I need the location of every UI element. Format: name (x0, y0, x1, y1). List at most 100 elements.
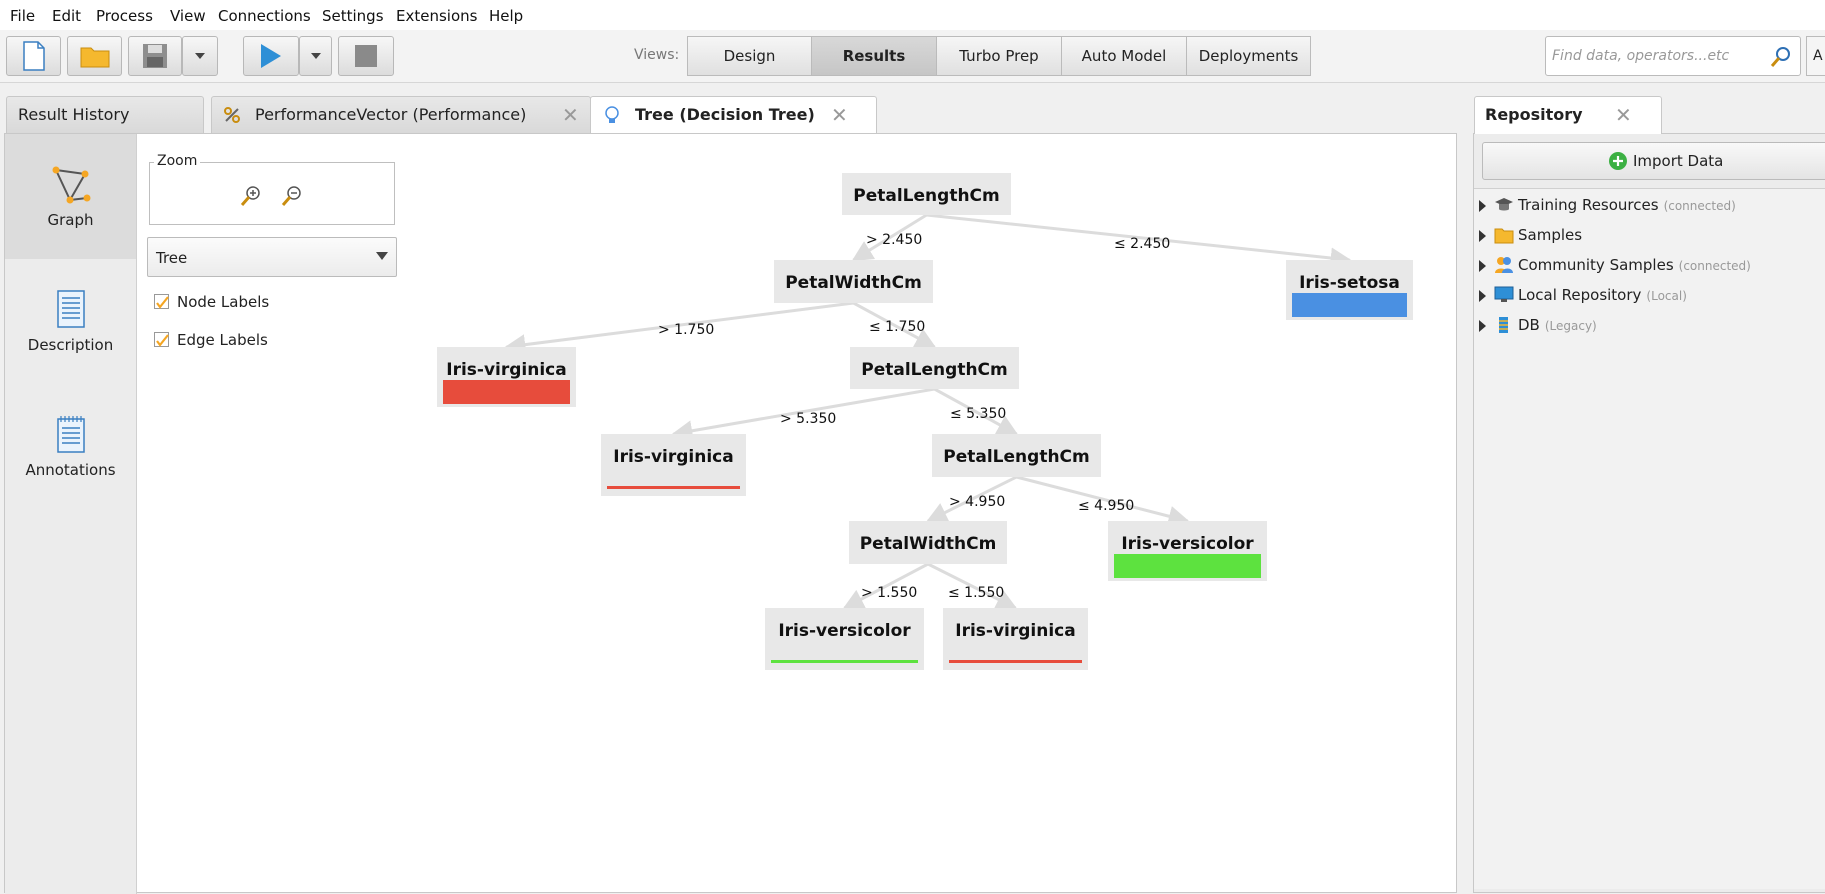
search-extra-button[interactable]: A (1806, 36, 1825, 76)
run-process-button[interactable] (243, 36, 299, 76)
menu-bar: File Edit Process View Connections Setti… (0, 0, 1825, 31)
tree-edge (851, 213, 928, 262)
search-placeholder: Find data, operators...etc (1552, 48, 1730, 64)
repo-item-training-resources[interactable]: Training Resources(connected) (1474, 193, 1825, 219)
edge-label: > 4.950 (949, 494, 1005, 510)
nav-annotations[interactable]: Annotations (5, 384, 136, 509)
menu-connections[interactable]: Connections (218, 7, 311, 25)
menu-help[interactable]: Help (489, 7, 524, 25)
edge-labels-checkbox[interactable] (154, 332, 169, 347)
close-icon[interactable]: ✕ (562, 103, 579, 127)
edge-label: ≤ 1.750 (869, 319, 925, 335)
node-labels-checkbox[interactable] (154, 294, 169, 309)
chevron-down-icon (310, 53, 321, 59)
save-process-button[interactable] (128, 36, 182, 76)
nav-description-label: Description (27, 336, 114, 354)
tab-performance-vector[interactable]: PerformanceVector (Performance) ✕ (211, 96, 591, 133)
node-box (765, 608, 924, 670)
new-document-icon (22, 41, 45, 71)
nav-graph[interactable]: Graph (5, 134, 136, 259)
tree-leaf-node[interactable]: Iris-versicolor (765, 608, 924, 670)
stop-icon (355, 45, 377, 67)
menu-file[interactable]: File (10, 7, 36, 25)
tree-edge (933, 387, 1019, 436)
view-deployments-button[interactable]: Deployments (1186, 36, 1311, 76)
repository-tab-label: Repository (1485, 105, 1583, 124)
edge-label: ≤ 1.550 (948, 585, 1004, 601)
tree-leaf-node[interactable]: Iris-virginica (437, 347, 576, 407)
edge-label: ≤ 2.450 (1114, 236, 1170, 252)
expand-icon[interactable] (1479, 230, 1486, 242)
menu-settings[interactable]: Settings (322, 7, 384, 25)
play-icon (261, 44, 281, 68)
folder-icon (80, 47, 109, 68)
tree-leaf-node[interactable]: Iris-versicolor (1108, 521, 1267, 581)
tree-split-node[interactable]: PetalLengthCm (850, 347, 1019, 389)
percent-icon (224, 107, 240, 123)
repo-item-local-repository[interactable]: Local Repository(Local) (1474, 283, 1825, 309)
tree-split-node[interactable]: PetalWidthCm (774, 260, 933, 303)
new-process-button[interactable] (6, 36, 61, 76)
tree-split-node[interactable]: PetalWidthCm (849, 521, 1007, 564)
tab-repository[interactable]: Repository ✕ (1474, 96, 1662, 134)
search-input[interactable]: Find data, operators...etc (1545, 36, 1801, 76)
nav-description[interactable]: Description (5, 259, 136, 384)
menu-view[interactable]: View (170, 7, 206, 25)
import-data-button[interactable]: Import Data (1482, 142, 1825, 180)
close-icon[interactable]: ✕ (831, 103, 848, 127)
annotations-icon (56, 416, 85, 453)
node-labels-label: Node Labels (177, 293, 270, 311)
graduation-cap-icon (1495, 198, 1513, 211)
run-options-dropdown[interactable] (299, 36, 332, 76)
expand-icon[interactable] (1479, 200, 1486, 212)
view-auto-model-button[interactable]: Auto Model (1061, 36, 1187, 76)
edge-label: > 1.750 (658, 322, 714, 338)
repo-item-db[interactable]: DB(Legacy) (1474, 313, 1825, 339)
repo-item-samples[interactable]: Samples (1474, 223, 1825, 249)
stop-process-button[interactable] (338, 36, 394, 76)
zoom-out-icon[interactable] (281, 185, 303, 207)
tree-edge (842, 562, 929, 610)
edge-label: ≤ 5.350 (950, 406, 1006, 422)
add-circle-icon (1609, 152, 1627, 170)
node-label: PetalWidthCm (785, 273, 922, 293)
edge-label: > 2.450 (866, 232, 922, 248)
view-results-button[interactable]: Results (811, 36, 937, 76)
repo-item-label: Samples (1518, 226, 1583, 244)
tree-edge (504, 301, 854, 356)
search-icon[interactable] (1770, 46, 1792, 68)
tree-split-node[interactable]: PetalLengthCm (842, 173, 1011, 215)
layout-select[interactable]: Tree (147, 237, 397, 277)
node-label: PetalLengthCm (853, 186, 999, 206)
folder-icon (1494, 228, 1514, 244)
tree-leaf-node[interactable]: Iris-setosa (1286, 260, 1413, 320)
tree-edge (927, 562, 1018, 610)
result-view-nav: Graph Description Annotations (5, 134, 137, 894)
zoom-label: Zoom (154, 153, 201, 169)
close-icon[interactable]: ✕ (1615, 103, 1632, 127)
toolbar: Views: Design Results Turbo Prep Auto Mo… (0, 30, 1825, 83)
menu-extensions[interactable]: Extensions (396, 7, 478, 25)
tree-split-node[interactable]: PetalLengthCm (932, 434, 1101, 477)
tree-leaf-node[interactable]: Iris-virginica (601, 434, 746, 496)
tab-decision-tree[interactable]: Tree (Decision Tree) ✕ (590, 96, 877, 134)
view-turbo-prep-button[interactable]: Turbo Prep (936, 36, 1062, 76)
menu-edit[interactable]: Edit (52, 7, 82, 25)
tree-leaf-node[interactable]: Iris-virginica (943, 608, 1088, 670)
chevron-down-icon (195, 53, 205, 59)
repo-item-label: Community Samples(connected) (1518, 256, 1751, 274)
expand-icon[interactable] (1479, 320, 1486, 332)
repo-item-community-samples[interactable]: Community Samples(connected) (1474, 253, 1825, 279)
expand-icon[interactable] (1479, 290, 1486, 302)
node-box (849, 521, 1007, 564)
menu-process[interactable]: Process (96, 7, 153, 25)
node-box (943, 608, 1088, 670)
database-icon (1499, 317, 1508, 333)
class-distribution-bar (771, 660, 918, 663)
save-options-dropdown[interactable] (182, 36, 218, 76)
tab-decision-tree-label: Tree (Decision Tree) (635, 105, 815, 124)
expand-icon[interactable] (1479, 260, 1486, 272)
tab-result-history[interactable]: Result History (6, 96, 204, 133)
zoom-in-icon[interactable] (240, 185, 262, 207)
open-process-button[interactable] (67, 36, 122, 76)
